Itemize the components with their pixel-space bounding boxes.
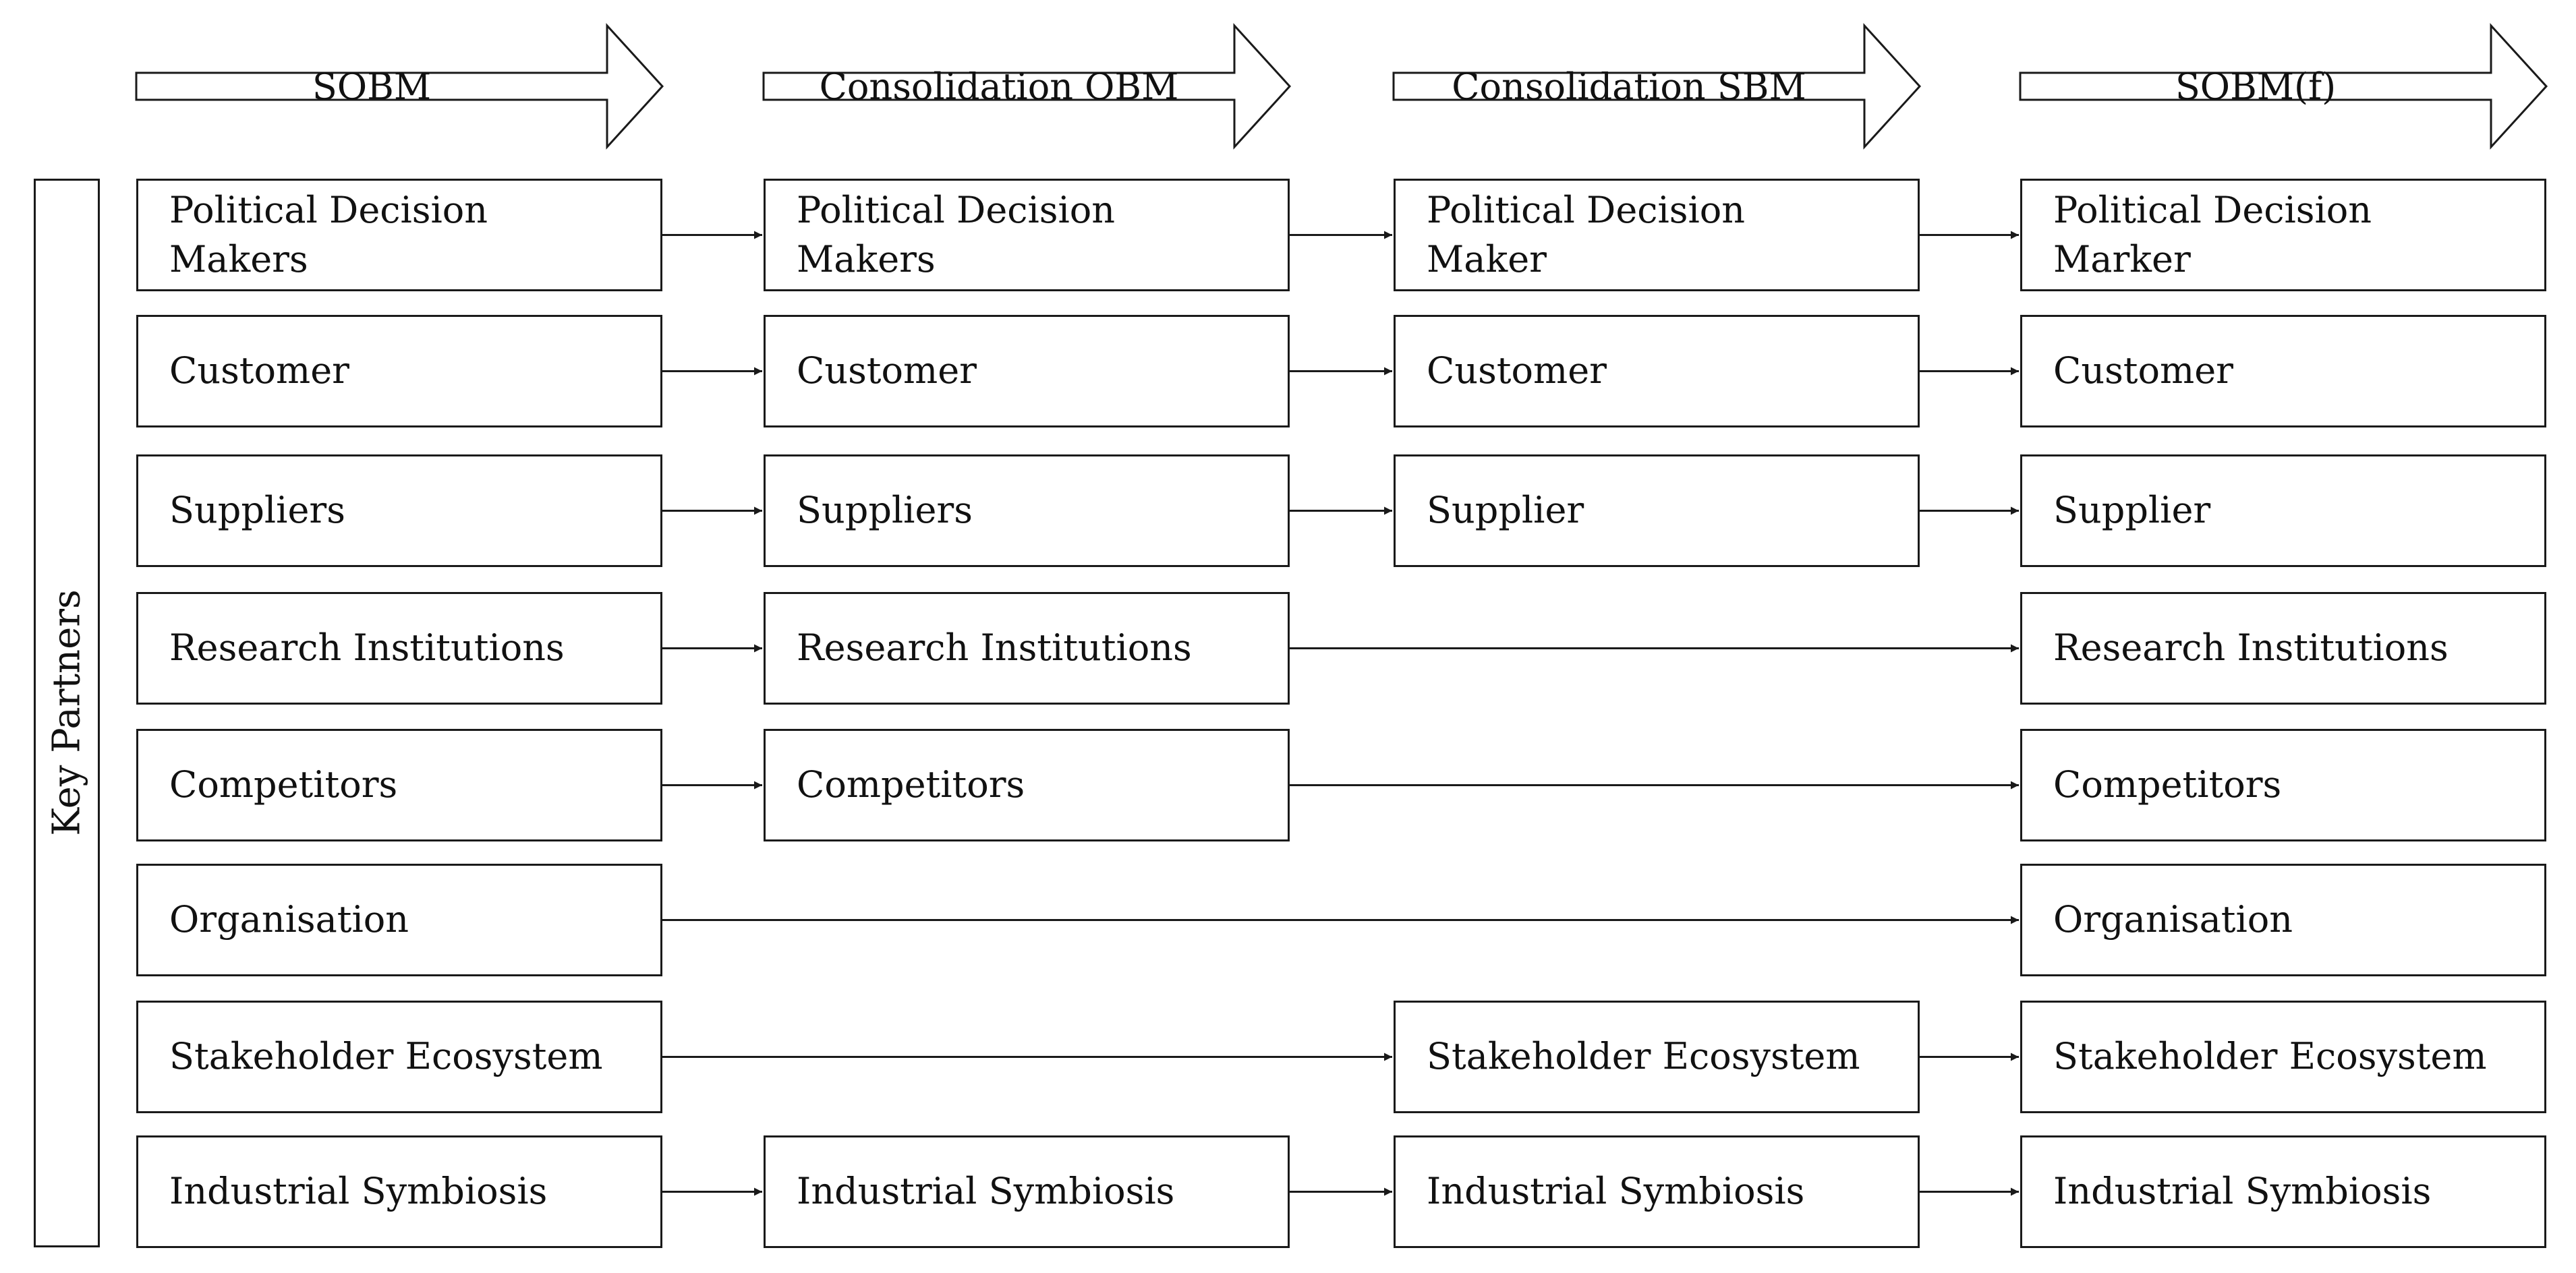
stage-label-4: SOBM(f) [2175, 65, 2337, 108]
key-partners-box [34, 179, 100, 1247]
box-research-stage-1: Research Institutions [136, 592, 662, 705]
box-suppliers-stage-1: Suppliers [136, 454, 662, 567]
box-stakeholder-stage-1: Stakeholder Ecosystem [136, 1001, 662, 1113]
box-stakeholder-stage-3: Stakeholder Ecosystem [1394, 1001, 1920, 1113]
box-political-stage-2: Political Decision Makers [764, 179, 1290, 291]
box-industrial-stage-4: Industrial Symbiosis [2020, 1135, 2546, 1248]
box-customer-stage-1: Customer [136, 315, 662, 427]
key-partners-label: Key Partners [45, 589, 89, 836]
box-research-stage-4: Research Institutions [2020, 592, 2546, 705]
box-industrial-stage-1: Industrial Symbiosis [136, 1135, 662, 1248]
stage-label-3: Consolidation SBM [1452, 65, 1806, 108]
box-industrial-stage-2: Industrial Symbiosis [764, 1135, 1290, 1248]
stage-arrow-3 [1392, 23, 1922, 150]
box-stakeholder-stage-4: Stakeholder Ecosystem [2020, 1001, 2546, 1113]
box-customer-stage-4: Customer [2020, 315, 2546, 427]
box-political-stage-1: Political Decision Makers [136, 179, 662, 291]
box-competitors-stage-1: Competitors [136, 729, 662, 841]
box-suppliers-stage-3: Supplier [1394, 454, 1920, 567]
box-suppliers-stage-2: Suppliers [764, 454, 1290, 567]
box-political-stage-4: Political Decision Marker [2020, 179, 2546, 291]
box-research-stage-2: Research Institutions [764, 592, 1290, 705]
box-political-stage-3: Political Decision Maker [1394, 179, 1920, 291]
stage-label-1: SOBM [312, 65, 432, 108]
box-suppliers-stage-4: Supplier [2020, 454, 2546, 567]
stage-label-2: Consolidation OBM [819, 65, 1179, 108]
box-organisation-stage-1: Organisation [136, 864, 662, 976]
stage-arrow-1 [135, 23, 664, 150]
stage-arrow-2 [762, 23, 1292, 150]
box-competitors-stage-2: Competitors [764, 729, 1290, 841]
box-organisation-stage-4: Organisation [2020, 864, 2546, 976]
box-customer-stage-2: Customer [764, 315, 1290, 427]
box-competitors-stage-4: Competitors [2020, 729, 2546, 841]
box-industrial-stage-3: Industrial Symbiosis [1394, 1135, 1920, 1248]
stage-arrow-4 [2019, 23, 2548, 150]
box-customer-stage-3: Customer [1394, 315, 1920, 427]
